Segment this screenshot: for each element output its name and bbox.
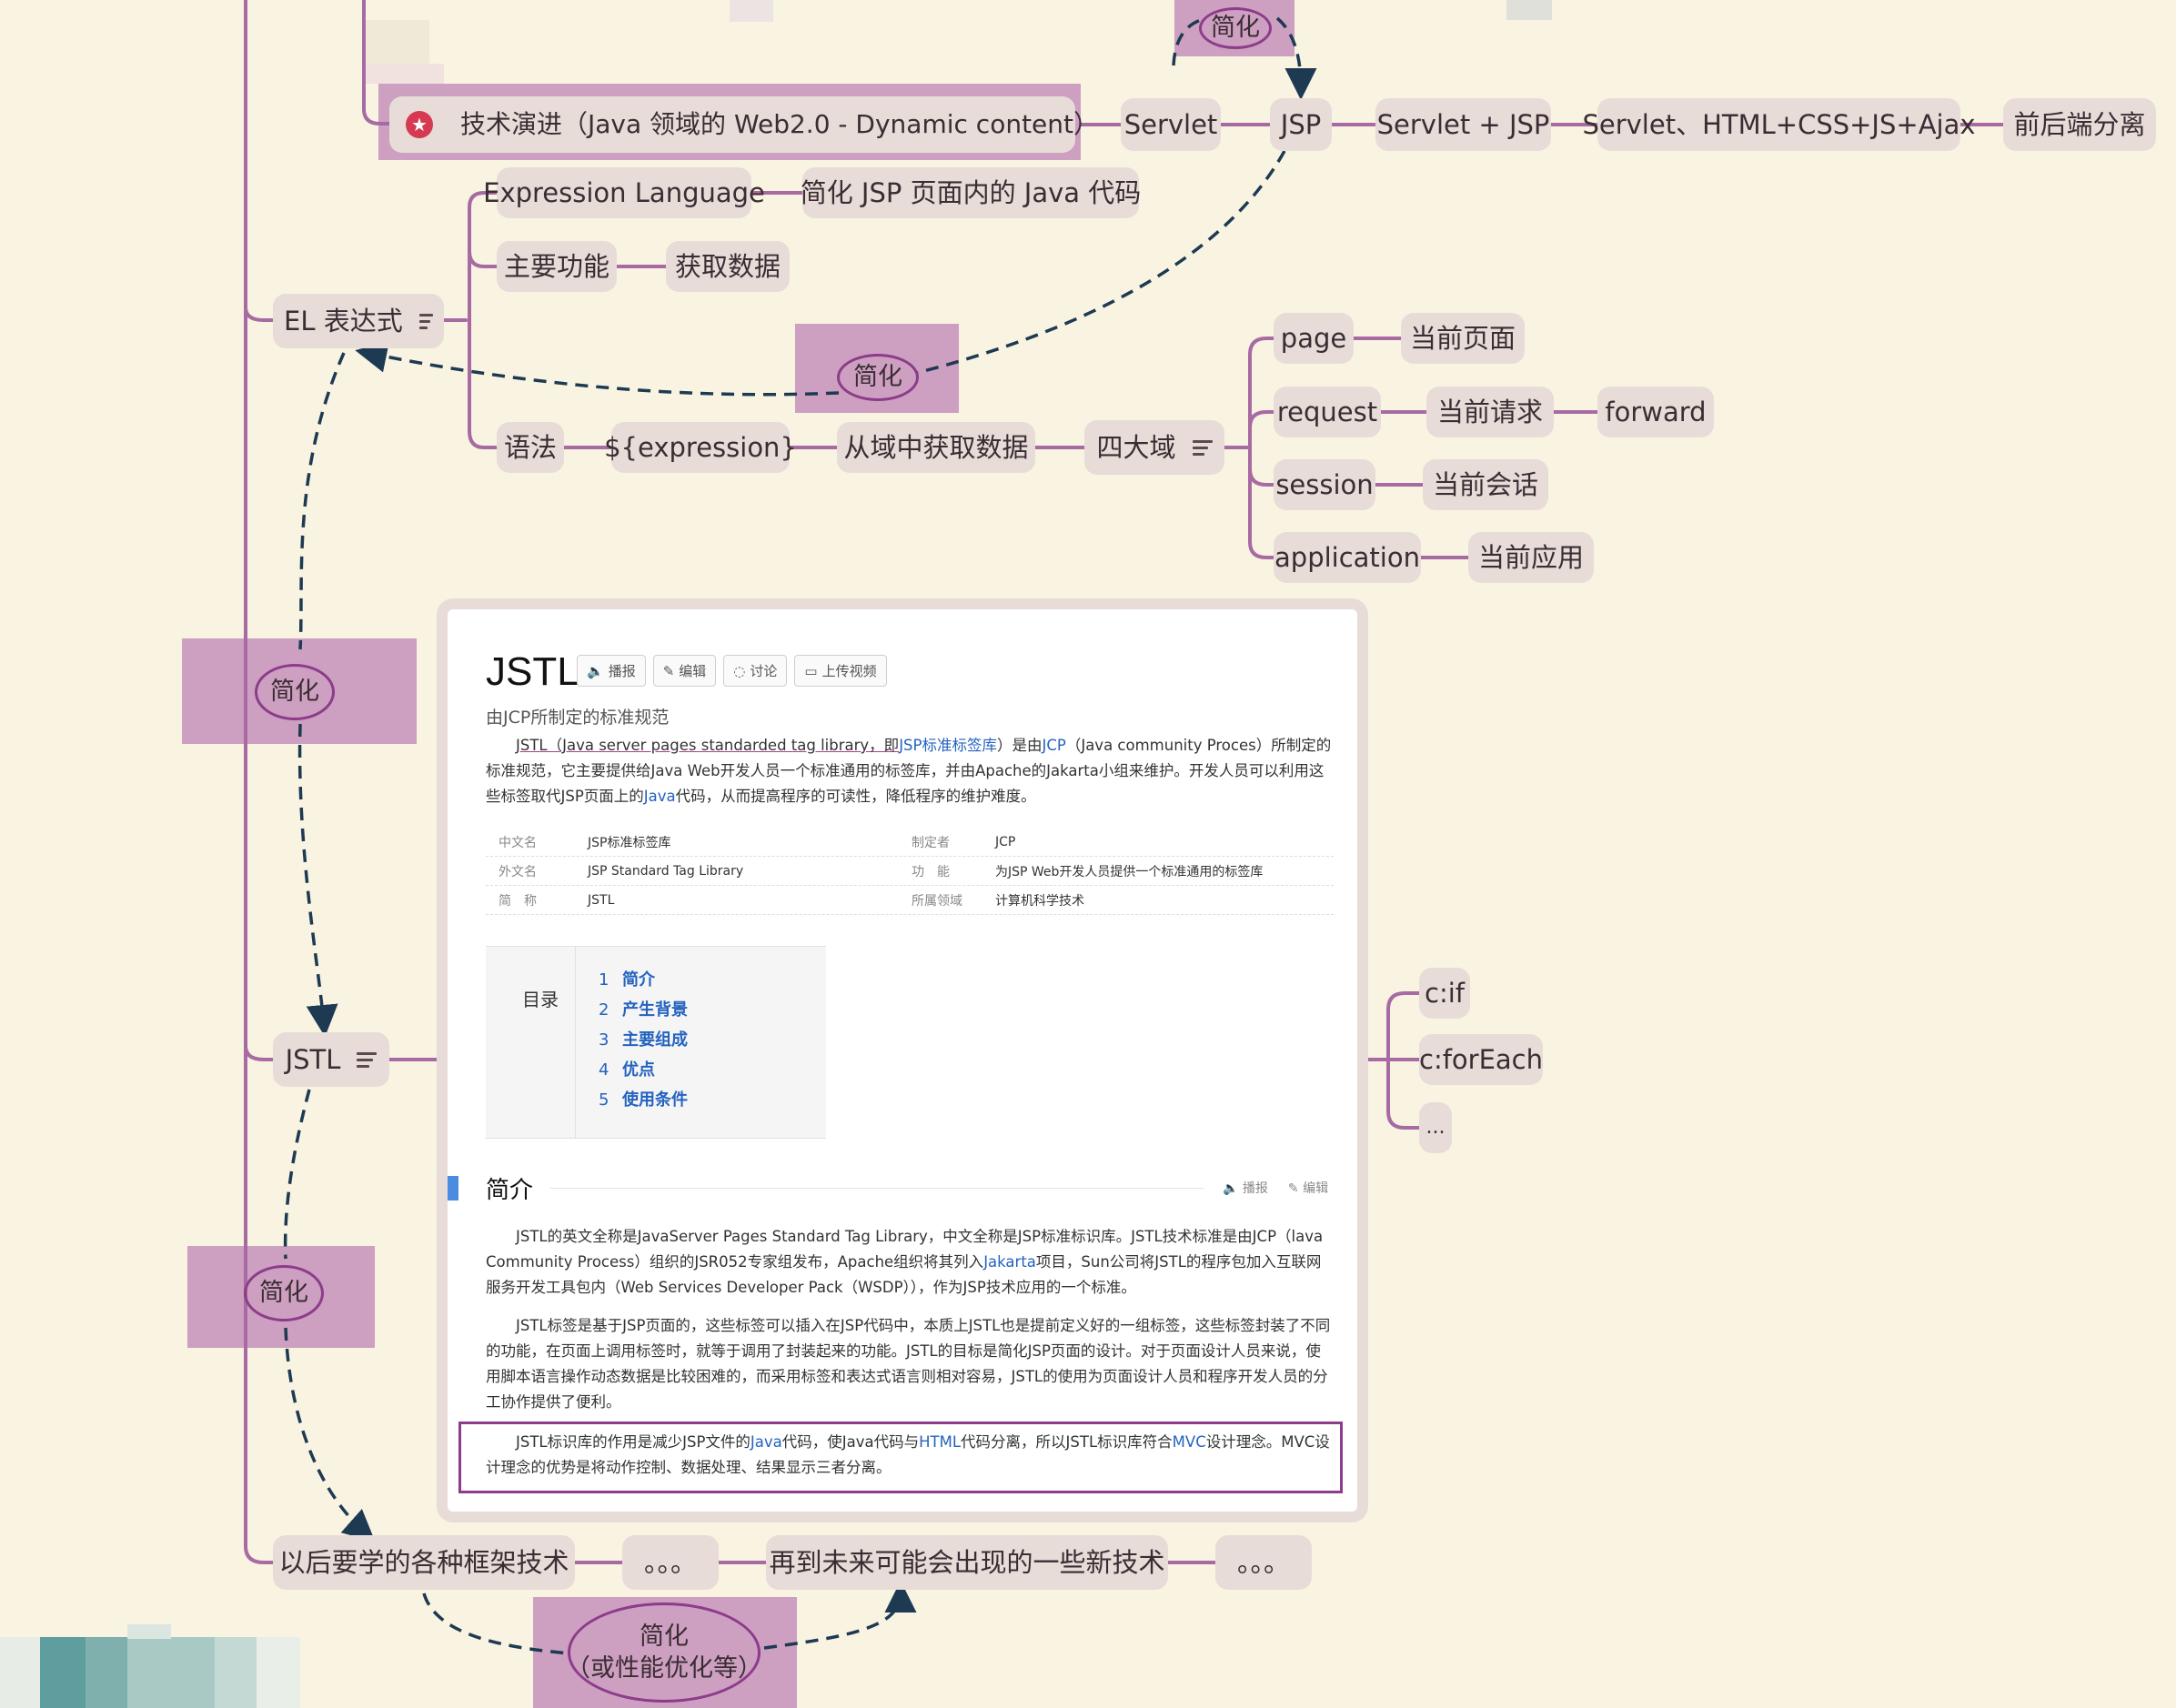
- blurred-image-top-4: [1506, 0, 1552, 20]
- blurred-image-top-2: [366, 64, 444, 84]
- jsp-node[interactable]: JSP: [1270, 98, 1332, 151]
- edit-button[interactable]: ✎编辑: [652, 655, 717, 687]
- section-edit-button[interactable]: ✎ 编辑: [1287, 1181, 1329, 1196]
- upload-video-button[interactable]: ▭上传视频: [794, 655, 887, 687]
- blurred-image-top-3: [730, 0, 773, 22]
- notes-icon: [1192, 437, 1213, 459]
- page-node[interactable]: page: [1274, 313, 1354, 364]
- section-toolbar: 🔈 播报 ✎ 编辑: [1223, 1179, 1328, 1197]
- get-data-node[interactable]: 获取数据: [666, 241, 790, 292]
- video-icon: ▭: [804, 662, 818, 679]
- blurred-image-bottom-left-2: [127, 1624, 171, 1639]
- cforeach-node[interactable]: c:forEach: [1419, 1034, 1543, 1085]
- paragraph-3: JSTL标识库的作用是减少JSP文件的Java代码，使Java代码与HTML代码…: [486, 1433, 1330, 1476]
- notes-icon: [357, 1049, 378, 1071]
- simplify-oval-left-2: 简化: [244, 1265, 324, 1321]
- current-session-node[interactable]: 当前会话: [1423, 459, 1548, 510]
- jstl-node[interactable]: JSTL: [273, 1032, 389, 1087]
- current-page-node[interactable]: 当前页面: [1401, 313, 1525, 364]
- application-node[interactable]: application: [1274, 532, 1421, 583]
- toc-divider: [575, 947, 576, 1138]
- toc-label: 目录: [522, 989, 559, 1010]
- notes-icon: [418, 310, 433, 333]
- expression-node[interactable]: ${expression}: [604, 422, 797, 473]
- highlight-box: [458, 1422, 1343, 1493]
- jsp-tag-library-link[interactable]: JSP标准标签库: [899, 737, 997, 754]
- ellipsis-node[interactable]: ...: [1419, 1102, 1452, 1153]
- section-divider: [549, 1188, 1204, 1189]
- el-expression-node[interactable]: EL 表达式: [273, 294, 444, 348]
- expression-language-node[interactable]: Expression Language: [483, 167, 765, 218]
- simplify-oval-left-1: 简化: [255, 664, 335, 720]
- jakarta-link[interactable]: Jakarta: [983, 1253, 1036, 1271]
- dots-node-2[interactable]: 。。。: [1215, 1535, 1312, 1590]
- session-node[interactable]: session: [1274, 459, 1375, 510]
- request-node[interactable]: request: [1274, 387, 1381, 437]
- servlet-jsp-node[interactable]: Servlet + JSP: [1375, 98, 1551, 151]
- simplify-perf-oval: 简化 （或性能优化等）: [566, 1603, 762, 1703]
- tech-evolution-node[interactable]: 技术演进（Java 领域的 Web2.0 - Dynamic content）: [389, 96, 1099, 153]
- star-icon: ★: [406, 111, 433, 138]
- frontend-backend-node[interactable]: 前后端分离: [2003, 98, 2156, 151]
- jstl-article-card[interactable]: JSTL 🔈播报 ✎编辑 ◌讨论 ▭上传视频 由JCP所制定的标准规范 JSTL…: [437, 598, 1368, 1522]
- simplify-jsp-java-node[interactable]: 简化 JSP 页面内的 Java 代码: [801, 167, 1141, 218]
- pencil-icon: ✎: [662, 662, 675, 679]
- article-title: JSTL: [486, 649, 579, 694]
- main-function-node[interactable]: 主要功能: [497, 241, 617, 292]
- simplify-oval-top: 简化: [1199, 7, 1272, 49]
- java-link[interactable]: Java: [643, 788, 676, 805]
- servlet-node[interactable]: Servlet: [1121, 98, 1221, 151]
- blurred-image-top-1: [366, 20, 429, 65]
- dots-node-1[interactable]: 。。。: [622, 1535, 719, 1590]
- jcp-link[interactable]: JCP: [1042, 737, 1066, 754]
- four-scopes-node[interactable]: 四大域: [1084, 420, 1224, 475]
- java-link[interactable]: Java: [750, 1433, 782, 1451]
- from-scope-node[interactable]: 从域中获取数据: [837, 422, 1035, 473]
- mvc-link[interactable]: MVC: [1172, 1433, 1206, 1451]
- cif-node[interactable]: c:if: [1419, 968, 1470, 1019]
- broadcast-button[interactable]: 🔈播报: [577, 655, 646, 687]
- current-request-node[interactable]: 当前请求: [1426, 387, 1554, 437]
- discuss-button[interactable]: ◌讨论: [723, 655, 788, 687]
- section-marker: [448, 1176, 458, 1201]
- speaker-icon: 🔈: [587, 662, 604, 679]
- syntax-node[interactable]: 语法: [497, 422, 564, 473]
- article-content: JSTL 🔈播报 ✎编辑 ◌讨论 ▭上传视频 由JCP所制定的标准规范 JSTL…: [448, 609, 1357, 1512]
- article-subtitle: 由JCP所制定的标准规范: [486, 708, 670, 728]
- chat-icon: ◌: [733, 662, 746, 679]
- forward-node[interactable]: forward: [1597, 387, 1714, 437]
- paragraph-1: JSTL的英文全称是JavaServer Pages Standard Tag …: [486, 1228, 1324, 1296]
- future-frameworks-node[interactable]: 以后要学的各种框架技术: [273, 1535, 575, 1590]
- simplify-oval-el: 简化: [837, 354, 919, 401]
- servlet-html-node[interactable]: Servlet、HTML+CSS+JS+Ajax: [1582, 98, 1976, 151]
- intro-paragraph: JSTL（Java server pages standarded tag li…: [486, 737, 1332, 805]
- article-toolbar: 🔈播报 ✎编辑 ◌讨论 ▭上传视频: [577, 655, 887, 687]
- paragraph-2: JSTL标签是基于JSP页面的，这些标签可以插入在JSP代码中，本质上JSTL也…: [486, 1317, 1331, 1411]
- section-title: 简介: [486, 1177, 534, 1204]
- new-tech-node[interactable]: 再到未来可能会出现的一些新技术: [766, 1535, 1168, 1590]
- section-broadcast-button[interactable]: 🔈 播报: [1223, 1181, 1268, 1196]
- html-link[interactable]: HTML: [919, 1433, 962, 1451]
- current-application-node[interactable]: 当前应用: [1468, 532, 1594, 583]
- blurred-image-bottom-left: [0, 1637, 300, 1708]
